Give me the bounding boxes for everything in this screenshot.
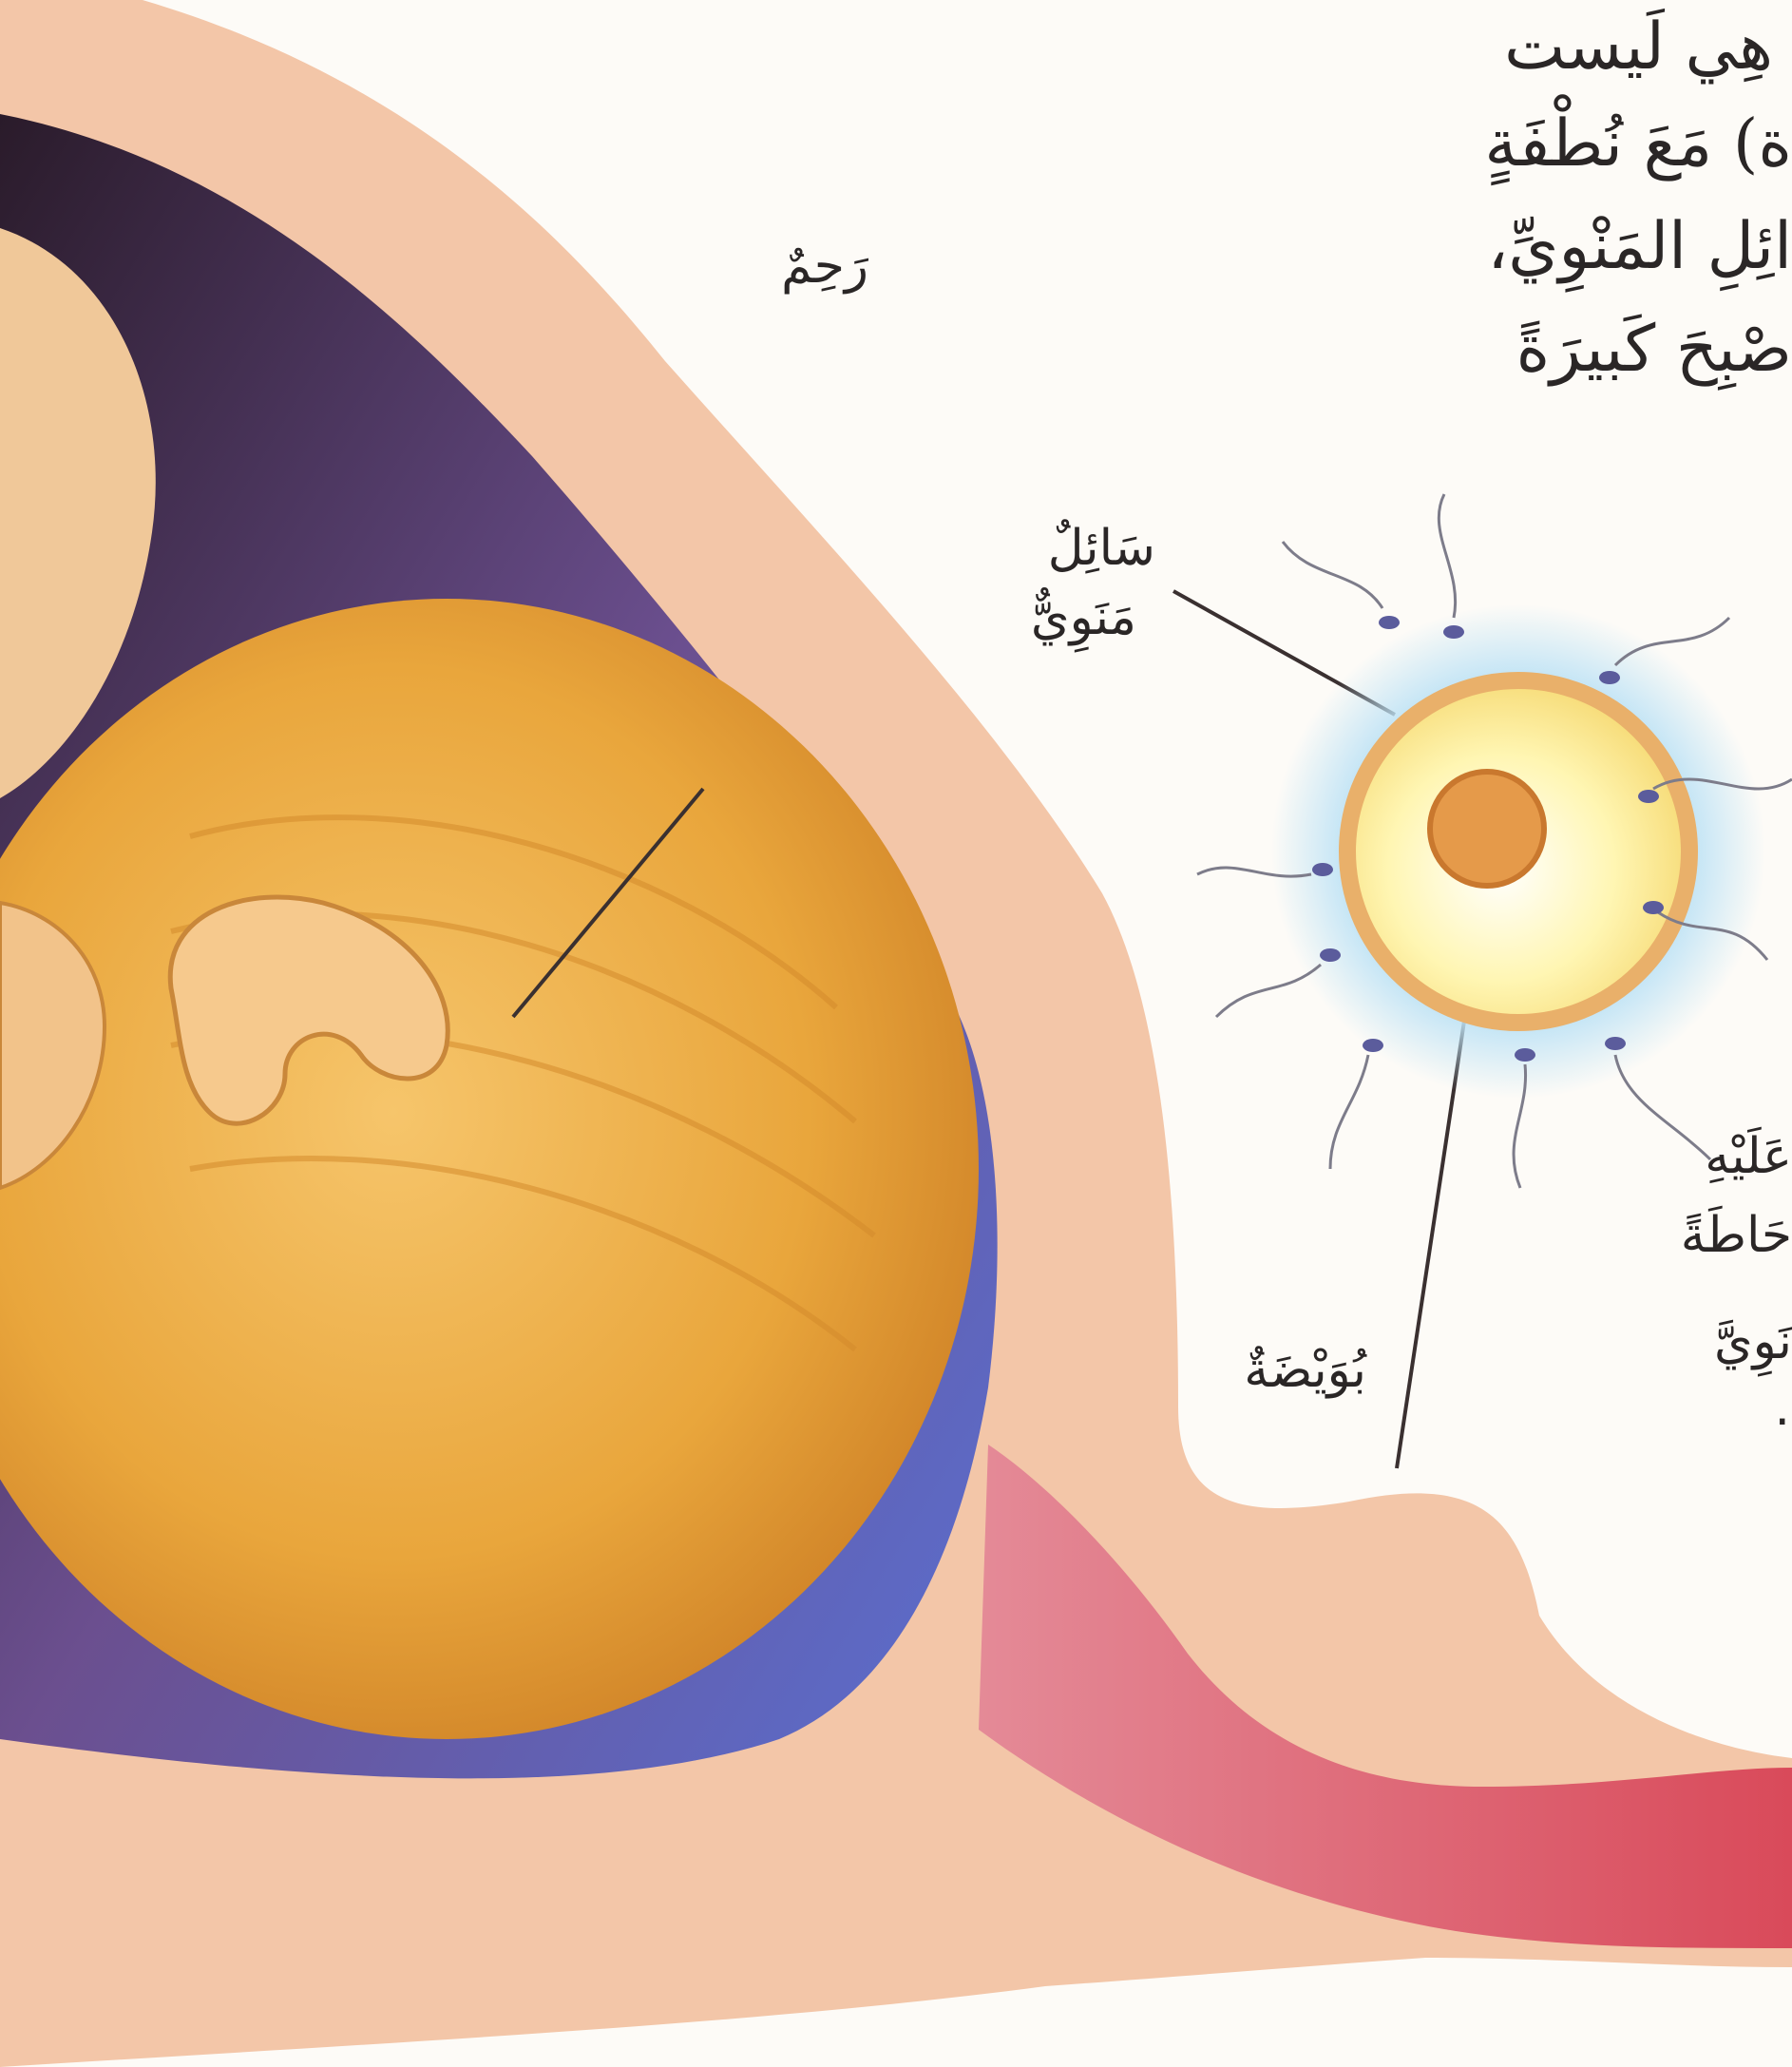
label-seminal-fluid-line-2: مَنَوِيٌّ — [1031, 587, 1136, 648]
fragment-line-1: عَلَيْهِ — [1705, 1126, 1792, 1187]
ovum-nucleus — [1430, 772, 1544, 886]
fragment-line-4: . — [1774, 1378, 1790, 1439]
label-uterus: رَحِمٌ — [781, 236, 868, 297]
paragraph-line-1: هِي لَيست — [1504, 0, 1773, 95]
paragraph-line-4: صْبِحَ كَبيرَةً — [1516, 302, 1792, 397]
paragraph-line-2: ة) مَعَ نُطْفَةٍ — [1484, 97, 1792, 192]
fragment-line-2: حَاطَةً — [1681, 1205, 1792, 1266]
fragment-line-3: نَوِيَّ — [1714, 1311, 1792, 1372]
paragraph-line-3: ائِلِ المَنْوِيِّ، — [1487, 200, 1792, 295]
label-seminal-fluid-line-1: سَائِلٌ — [1048, 518, 1155, 579]
label-ovum: بُوَيْضَةٌ — [1244, 1340, 1366, 1401]
